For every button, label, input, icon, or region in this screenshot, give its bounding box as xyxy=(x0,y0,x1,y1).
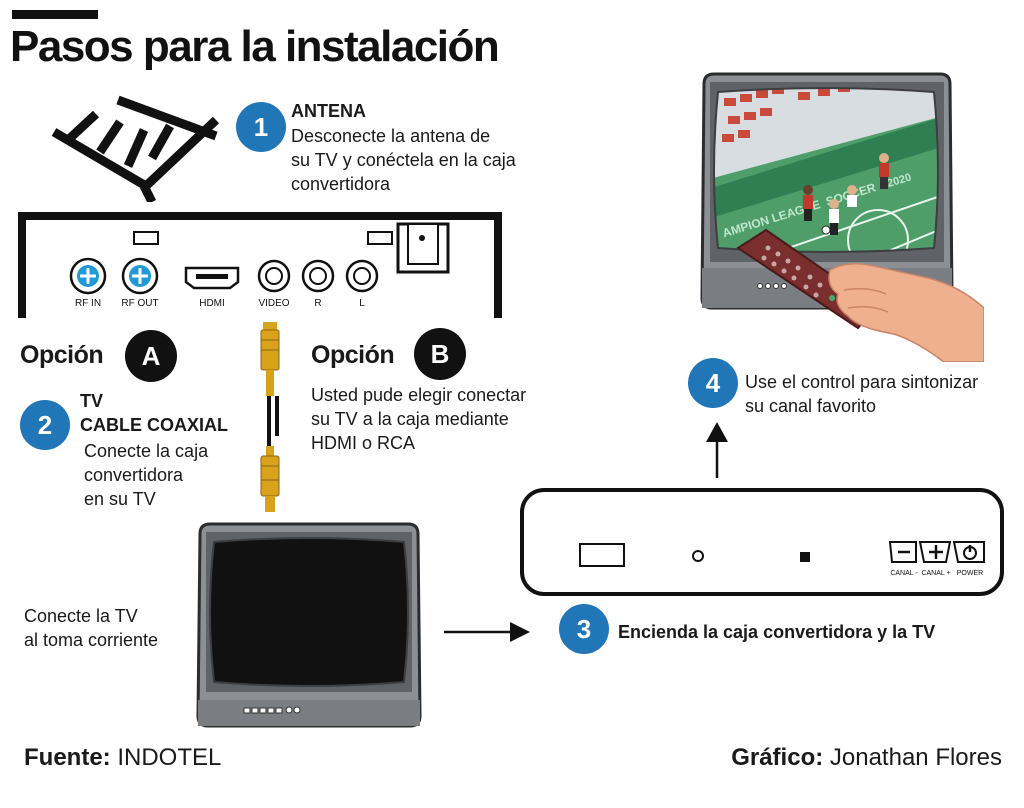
tv-power-note: Conecte la TV al toma corriente xyxy=(24,606,159,650)
audio-l-port xyxy=(345,259,379,293)
step-2-heading-cable: CABLE COAXIAL xyxy=(80,415,228,435)
rf-out-port xyxy=(121,257,159,295)
option-a-label: Opción xyxy=(20,341,104,369)
step-2-text: Conecte la caja convertidora en su TV xyxy=(84,441,209,509)
step-1-text: Desconecte la antena de su TV y conéctel… xyxy=(291,126,516,194)
graphic-credit: Gráfico: Jonathan Flores xyxy=(731,744,1002,772)
port-label: L xyxy=(359,298,365,309)
tv-off-illustration xyxy=(196,522,422,728)
port-label: RF OUT xyxy=(121,298,158,309)
step-4-text: Use el control para sintonizar su canal … xyxy=(745,372,979,416)
coaxial-cable xyxy=(260,322,280,512)
front-button-label: CANAL - xyxy=(890,570,918,577)
option-a-badge: A xyxy=(125,330,177,382)
front-button-label: POWER xyxy=(957,570,983,577)
arrow-right-icon xyxy=(444,622,530,642)
option-b-label: Opción xyxy=(311,341,395,369)
source-label: Fuente: xyxy=(24,744,111,771)
arrow-up-icon xyxy=(706,422,728,478)
power-button xyxy=(952,541,985,563)
step-4-badge: 4 xyxy=(688,358,738,408)
channel-up-button xyxy=(918,541,952,563)
audio-r-port xyxy=(301,259,335,293)
step-3-badge: 3 xyxy=(559,604,609,654)
port-label: HDMI xyxy=(199,298,225,309)
port-label: VIDEO xyxy=(258,298,289,309)
hand-illustration xyxy=(828,263,984,362)
source-credit: Fuente: INDOTEL xyxy=(24,744,221,772)
step-1-heading: ANTENA xyxy=(291,101,366,121)
page-title: Pasos para la instalación xyxy=(10,22,500,71)
decoder-front-panel: CANAL - CANAL + POWER xyxy=(520,488,1004,596)
video-port xyxy=(257,259,291,293)
tv-on-illustration: AMPION LEAGUE SOCCER 2020 xyxy=(700,72,984,362)
title-accent-bar xyxy=(12,10,98,19)
port-label: R xyxy=(314,298,321,309)
credit-value: Jonathan Flores xyxy=(829,744,1002,771)
port-label: RF IN xyxy=(75,298,101,309)
antenna-icon xyxy=(51,95,220,202)
decoder-back-panel: RF IN RF OUT HDMI VIDEO R L xyxy=(18,212,502,318)
credit-label: Gráfico: xyxy=(731,744,824,771)
option-b-text: Usted pude elegir conectar su TV a la ca… xyxy=(311,385,527,453)
front-button-label: CANAL + xyxy=(921,570,950,577)
rf-in-port xyxy=(69,257,107,295)
soccer-players xyxy=(803,153,889,235)
step-2-heading-tv: TV xyxy=(80,391,104,411)
hdmi-port xyxy=(184,266,240,290)
step-2-badge: 2 xyxy=(20,400,70,450)
channel-down-button xyxy=(888,541,917,563)
step-1-badge: 1 xyxy=(236,102,286,152)
source-value: INDOTEL xyxy=(117,744,222,771)
option-b-badge: B xyxy=(414,328,466,380)
step-3-text: Encienda la caja convertidora y la TV xyxy=(618,622,936,642)
